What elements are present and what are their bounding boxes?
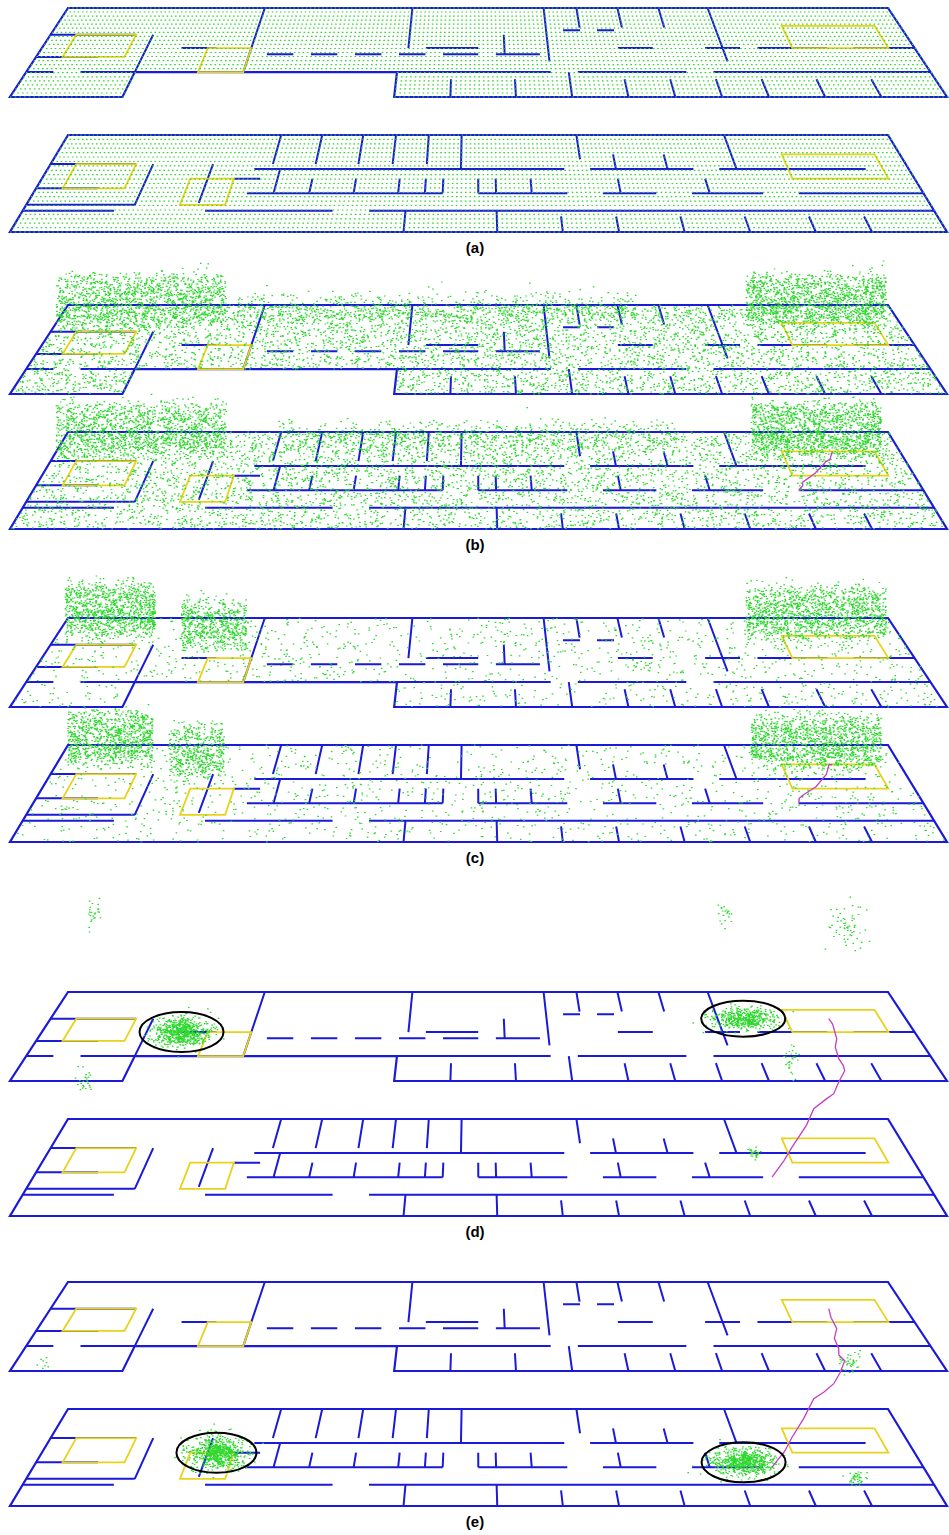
trajectory-line (772, 1309, 845, 1468)
trajectory-line (799, 764, 833, 803)
panel-figure (10, 897, 947, 1216)
highlight-ellipse (701, 1001, 785, 1037)
panel-label: (a) (466, 239, 484, 257)
wall-lines (26, 1282, 930, 1371)
trajectory-line (772, 1019, 845, 1177)
particles (10, 8, 949, 232)
floor-outline (10, 1409, 947, 1506)
panel-label: (b) (465, 536, 484, 554)
panel-figure (10, 261, 947, 529)
highlight-ellipse (176, 1433, 256, 1473)
stair-outline (63, 764, 889, 814)
panel-label: (e) (466, 1513, 484, 1531)
panel-figure (10, 8, 949, 232)
panel-figure (10, 576, 947, 842)
floor-outline (10, 1282, 947, 1371)
wall-lines (26, 305, 930, 394)
highlight-ellipse (702, 1442, 786, 1482)
stair-outline (63, 636, 889, 682)
floor-outline (10, 1119, 947, 1216)
panel-label: (c) (466, 849, 484, 867)
trajectory-line (799, 451, 833, 490)
wall-lines (23, 1119, 934, 1216)
particles (11, 261, 946, 529)
panel-label: (d) (465, 1223, 484, 1241)
particles (15, 576, 944, 842)
stair-outline (63, 1300, 889, 1346)
wall-lines (23, 1409, 934, 1506)
wall-lines (26, 992, 930, 1081)
particles (37, 1351, 868, 1486)
stair-outline (63, 1138, 889, 1188)
panel-figure (10, 1282, 947, 1506)
highlight-ellipse (140, 1012, 224, 1052)
particles (75, 897, 871, 1160)
